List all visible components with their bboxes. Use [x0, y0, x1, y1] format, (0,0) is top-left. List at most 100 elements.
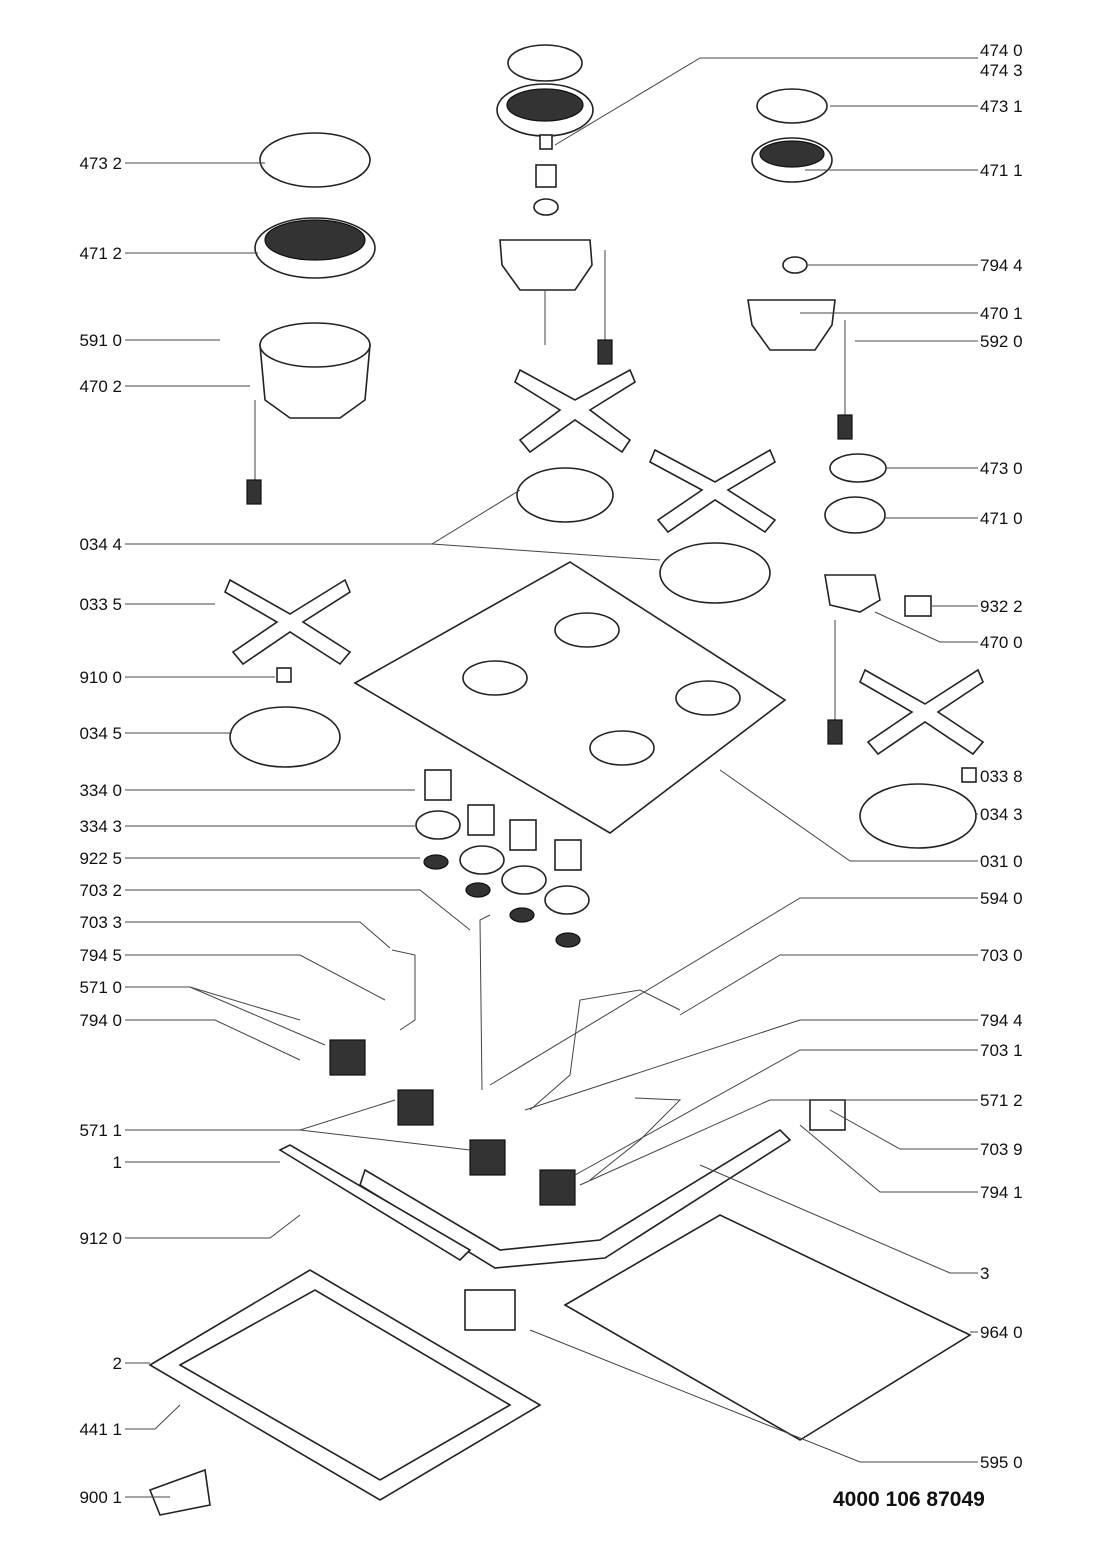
callout-label: 910 0 — [79, 668, 122, 687]
leader-line — [554, 57, 978, 146]
callout-label: 964 0 — [980, 1323, 1023, 1342]
leader-line — [574, 1049, 978, 1176]
burner-ring-034-3 — [859, 783, 977, 849]
leader-line — [874, 611, 978, 643]
burner-ring-034-4-b — [659, 542, 771, 604]
leader-line — [489, 897, 978, 1086]
callout-label: 473 2 — [79, 154, 122, 173]
callout-label: 594 0 — [980, 889, 1023, 908]
gasket-964-0 — [563, 1214, 972, 1441]
callout-label: 471 1 — [980, 161, 1023, 180]
leader-line — [125, 489, 521, 545]
callout-label: 912 0 — [79, 1229, 122, 1248]
callout-label: 571 1 — [79, 1121, 122, 1140]
callout-label: 794 0 — [79, 1011, 122, 1030]
leader-line — [524, 1019, 978, 1111]
callout-label: 571 2 — [980, 1091, 1023, 1110]
callout-label: 703 1 — [980, 1041, 1023, 1060]
callout-label: 033 8 — [980, 767, 1023, 786]
leader-line — [125, 543, 661, 561]
parts-drawing — [148, 44, 985, 1516]
leader-line — [799, 1124, 978, 1193]
pan-support-033-5 — [223, 578, 352, 666]
cooktop-hole-2 — [462, 660, 528, 696]
leader-line — [829, 1109, 978, 1150]
callout-label: 794 4 — [980, 1011, 1023, 1030]
callout-label: 474 3 — [980, 61, 1023, 80]
callout-label: 033 5 — [79, 595, 122, 614]
leader-line — [719, 769, 978, 862]
callout-label: 1 — [113, 1153, 122, 1172]
callout-label: 922 5 — [79, 849, 122, 868]
callout-label: 334 0 — [79, 781, 122, 800]
cooktop-hole-1 — [554, 612, 620, 648]
callout-label: 471 2 — [79, 244, 122, 263]
seal-794-4 — [782, 256, 808, 274]
callout-label: 470 1 — [980, 304, 1023, 323]
callout-label: 932 2 — [980, 597, 1023, 616]
leader-line — [125, 921, 391, 949]
cooktop-031-0 — [353, 561, 787, 834]
leader-line — [125, 1404, 181, 1430]
callout-label: 703 2 — [79, 881, 122, 900]
bracket-932-2 — [904, 595, 932, 617]
callout-label: 3 — [980, 1264, 989, 1283]
callout-label: 473 0 — [980, 459, 1023, 478]
leader-line — [125, 1129, 471, 1151]
callout-label: 571 0 — [79, 978, 122, 997]
callout-label: 034 3 — [980, 805, 1023, 824]
burner-head-471-0 — [824, 496, 886, 534]
leader-line — [699, 1164, 978, 1274]
burner-body-470-1 — [747, 299, 836, 351]
callout-label: 034 4 — [79, 535, 122, 554]
callout-label: 471 0 — [980, 509, 1023, 528]
leader-line — [125, 1099, 396, 1131]
leader-line — [579, 1099, 978, 1186]
callout-label: 592 0 — [980, 332, 1023, 351]
callout-label: 470 0 — [980, 633, 1023, 652]
document-number: 4000 106 87049 — [833, 1488, 985, 1511]
bracket-900-1 — [148, 1468, 211, 1516]
gas-valves — [329, 1039, 576, 1206]
screw-033-8 — [961, 767, 977, 783]
burner-body-470-2-top — [259, 322, 371, 368]
rail-1 — [278, 1144, 472, 1262]
burner-ring-034-5 — [229, 706, 341, 768]
callout-label: 794 1 — [980, 1183, 1023, 1202]
callout-label: 900 1 — [79, 1488, 122, 1507]
burner-body-center — [499, 239, 593, 291]
callout-label: 031 0 — [980, 852, 1023, 871]
callout-label: 703 3 — [79, 913, 122, 932]
cooktop-hole-3 — [675, 680, 741, 716]
leader-line — [529, 1329, 978, 1463]
pan-support-right-upper — [648, 448, 777, 534]
pan-support-center — [514, 368, 636, 454]
control-knobs — [415, 769, 590, 948]
burner-head-left-ring — [264, 219, 366, 261]
burner-ring-034-4-a — [516, 467, 614, 523]
pan-support-right-lower — [858, 668, 985, 756]
callout-label: 794 4 — [980, 256, 1023, 275]
leader-line — [125, 954, 386, 1001]
leader-line — [125, 986, 326, 1046]
callout-label: 474 0 — [980, 41, 1023, 60]
ignition-box-595-0 — [464, 1289, 516, 1331]
cooktop-hole-4 — [589, 730, 655, 766]
burner-cap-474 — [507, 44, 583, 82]
callout-label: 703 0 — [980, 946, 1023, 965]
callout-label: 703 9 — [980, 1140, 1023, 1159]
leader-line — [125, 889, 471, 931]
callout-label: 794 5 — [79, 946, 122, 965]
callout-leader-lines — [125, 57, 978, 1498]
leader-line — [125, 1019, 301, 1061]
callout-label: 034 5 — [79, 724, 122, 743]
callout-label: 334 3 — [79, 817, 122, 836]
burner-cap-473-0 — [829, 453, 887, 483]
burner-body-470-0 — [824, 574, 881, 613]
callout-label: 470 2 — [79, 377, 122, 396]
leader-line — [125, 986, 301, 1021]
screw-910-0 — [276, 667, 292, 683]
